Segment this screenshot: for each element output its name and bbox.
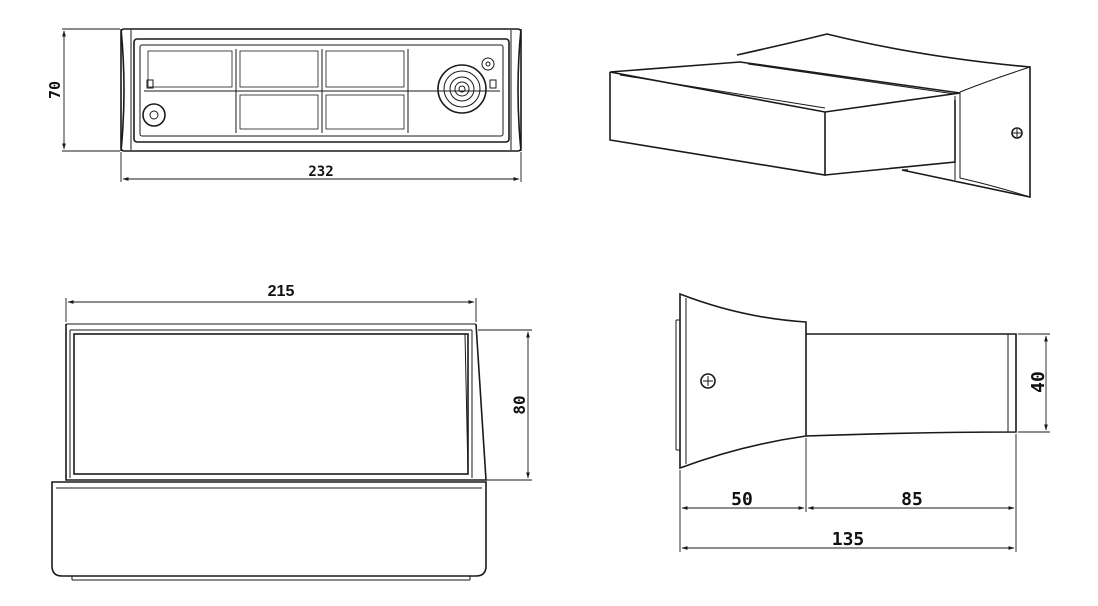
dim-back-height: 70 xyxy=(46,81,64,99)
isometric-view xyxy=(609,33,1031,198)
mounting-hole-icon xyxy=(481,57,495,71)
screw-icon xyxy=(700,373,716,389)
side-view: 40 50 85 135 xyxy=(675,292,1050,552)
screw-icon xyxy=(1011,127,1023,139)
dim-front-width: 215 xyxy=(268,283,295,300)
front-view: 215 80 xyxy=(51,283,532,581)
dim-back-width: 232 xyxy=(308,164,333,180)
back-view: 70 232 xyxy=(46,28,522,182)
cable-gland-icon xyxy=(437,64,487,114)
dim-side-depth-front: 50 xyxy=(731,489,753,510)
mounting-hole-icon xyxy=(142,103,166,127)
dim-side-depth-body: 85 xyxy=(901,489,923,510)
dim-side-depth-total: 135 xyxy=(832,529,865,550)
dim-front-height: 80 xyxy=(510,395,529,414)
dim-side-height: 40 xyxy=(1028,371,1049,393)
